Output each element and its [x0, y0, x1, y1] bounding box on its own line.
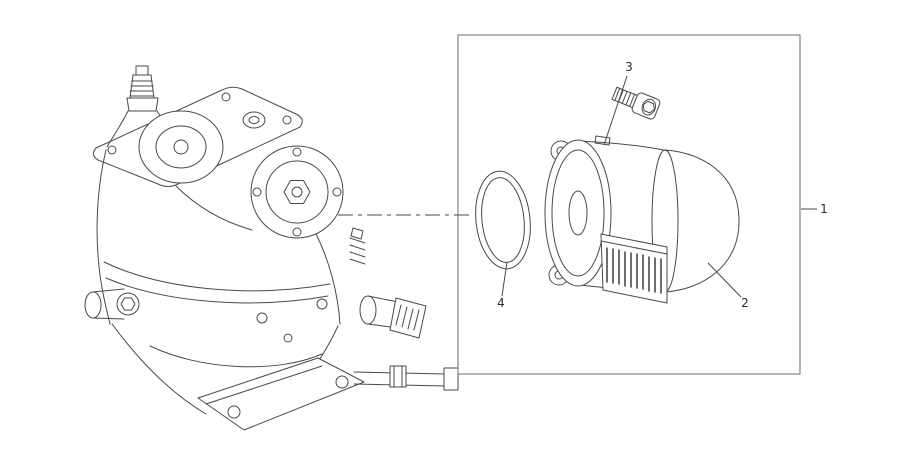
- callout-1-label: 1: [820, 202, 828, 216]
- pump-inlet-port: [84, 288, 140, 320]
- pump-illustration: [84, 65, 459, 431]
- pump-flange-plate: [92, 86, 303, 187]
- bolt-illustration: [611, 86, 661, 120]
- callout-2-label: 2: [741, 296, 749, 310]
- callout-4: 4: [497, 261, 508, 310]
- pump-side-cover: [250, 145, 344, 239]
- flange-bolt-hole: [282, 115, 292, 125]
- pump-central-dome: [138, 110, 224, 184]
- callout-1: 1: [801, 202, 828, 216]
- pump-body-outline: [96, 149, 341, 325]
- solenoid-body: [579, 140, 669, 152]
- callout-3-label: 3: [625, 60, 633, 74]
- pump-spring-stud: [349, 227, 366, 265]
- pump-upper-boss: [242, 111, 266, 129]
- solenoid-connector-pins: [606, 247, 662, 294]
- pump-outlet-tube: [353, 365, 459, 391]
- callout-3: 3: [603, 60, 633, 146]
- bolt-hex-socket: [642, 100, 655, 114]
- o-ring-illustration: [475, 170, 531, 270]
- pump-sensor-connector: [359, 295, 427, 339]
- flange-bolt-hole: [221, 92, 231, 102]
- callout-4-leader: [501, 261, 508, 297]
- flange-bolt-hole: [107, 145, 117, 155]
- pump-mounting-foot: [197, 357, 365, 431]
- callout-4-label: 4: [497, 296, 505, 310]
- solenoid-flange: [544, 139, 612, 287]
- solenoid-connector: [600, 233, 668, 304]
- o-ring-outer: [475, 170, 531, 270]
- solenoid-end-cap: [663, 149, 740, 293]
- detail-box: [457, 34, 801, 375]
- callout-3-leader: [603, 75, 628, 146]
- o-ring-inner: [481, 177, 525, 263]
- solenoid-illustration: [544, 135, 740, 304]
- callout-2: 2: [707, 262, 749, 310]
- bolt-threads: [614, 87, 636, 107]
- callout-2-leader: [707, 262, 742, 298]
- solenoid-top-tab: [594, 135, 611, 146]
